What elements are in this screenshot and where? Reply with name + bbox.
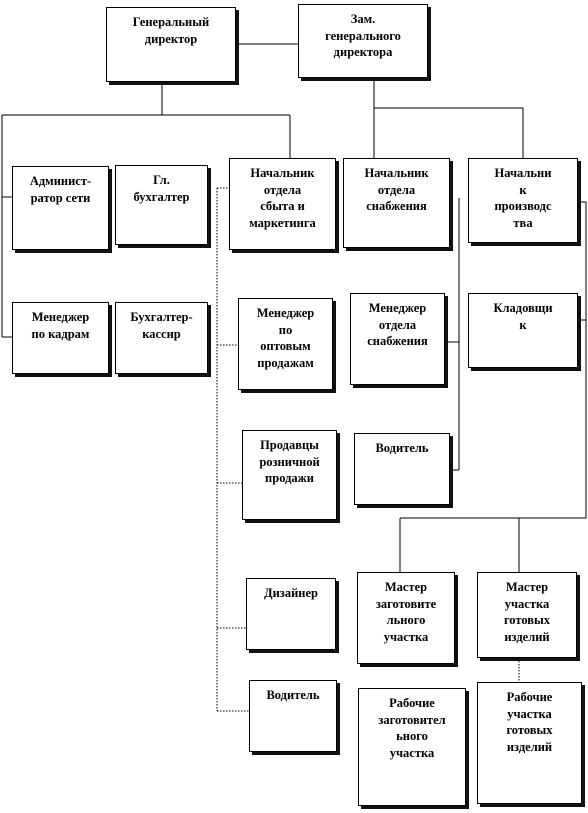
node-supply-manager: Менеджер отдела снабжения xyxy=(350,293,445,385)
node-chief-accountant: Гл. бухгалтер xyxy=(115,165,208,245)
node-label: Менеджер по кадрам xyxy=(31,310,90,341)
node-label: Генеральный директор xyxy=(132,15,210,46)
node-hr-manager: Менеджер по кадрам xyxy=(12,302,109,374)
node-label: Начальни к производс тва xyxy=(494,166,552,230)
node-head-supply: Начальник отдела снабжения xyxy=(343,158,450,248)
node-label: Водитель xyxy=(266,688,320,702)
node-driver-sales: Водитель xyxy=(249,680,337,752)
connector-production-bus xyxy=(399,201,587,572)
connector-left-vertical xyxy=(1,115,12,338)
node-general-director: Генеральный директор xyxy=(106,7,236,82)
node-master-blank-section: Мастер заготовите льного участка xyxy=(357,572,455,664)
node-label: Мастер участка готовых изделий xyxy=(503,580,551,644)
connector-supply-bus xyxy=(445,198,460,471)
connector-director-left-bus xyxy=(2,82,291,158)
node-workers-blank-section: Рабочие заготовител ьного участка xyxy=(358,688,466,806)
node-label: Бухгалтер- кассир xyxy=(130,310,193,341)
node-label: Начальник отдела снабжения xyxy=(364,166,429,213)
node-label: Менеджер по оптовым продажам xyxy=(256,306,315,370)
node-accountant-cashier: Бухгалтер- кассир xyxy=(115,302,208,374)
node-master-finished-section: Мастер участка готовых изделий xyxy=(477,572,577,658)
node-network-admin: Админист- ратор сети xyxy=(12,166,109,250)
node-label: Менеджер отдела снабжения xyxy=(367,301,428,348)
node-workers-finished-section: Рабочие участка готовых изделий xyxy=(477,682,582,804)
node-head-production: Начальни к производс тва xyxy=(468,158,578,243)
node-label: Начальник отдела сбыта и маркетинга xyxy=(249,166,316,230)
node-label: Мастер заготовите льного участка xyxy=(375,580,437,644)
node-designer: Дизайнер xyxy=(246,578,336,650)
node-label: Кладовщи к xyxy=(493,301,553,332)
node-label: Водитель xyxy=(375,441,429,455)
node-head-sales-marketing: Начальник отдела сбыта и маркетинга xyxy=(229,158,336,250)
node-deputy-director: Зам. генерального директора xyxy=(298,4,428,78)
node-label: Рабочие заготовител ьного участка xyxy=(378,696,446,760)
node-label: Админист- ратор сети xyxy=(29,174,92,205)
node-driver-supply: Водитель xyxy=(354,433,450,505)
node-label: Продавцы розничной продажи xyxy=(259,438,320,485)
node-retail-sellers: Продавцы розничной продажи xyxy=(242,430,337,520)
connector-deputy-bus xyxy=(373,78,524,158)
node-wholesale-manager: Менеджер по оптовым продажам xyxy=(238,298,333,390)
node-label: Гл. бухгалтер xyxy=(133,173,190,204)
connector-sales-bus xyxy=(216,187,249,712)
node-label: Рабочие участка готовых изделий xyxy=(506,690,553,754)
node-label: Дизайнер xyxy=(264,586,318,600)
node-label: Зам. генерального директора xyxy=(325,12,401,59)
node-storekeeper: Кладовщи к xyxy=(468,293,578,368)
